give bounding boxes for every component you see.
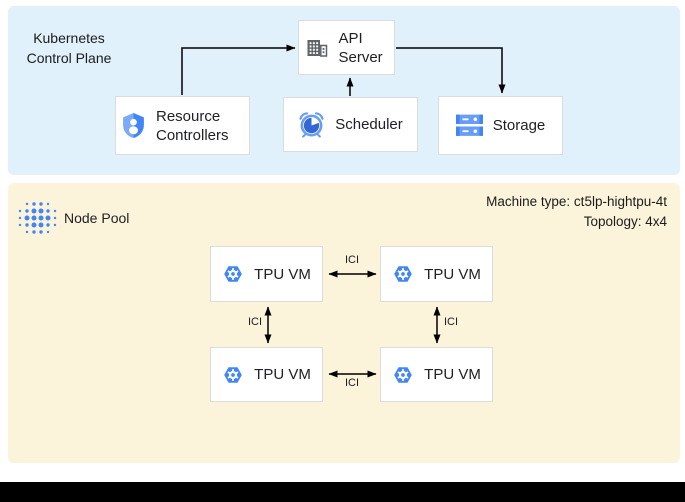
tpu-vm-box-bottom-right: TPU VM [380, 347, 493, 402]
tpu-vm-box-top-left: TPU VM [210, 246, 323, 302]
building-icon [307, 39, 327, 57]
resource-controllers-box: Resource Controllers [115, 96, 250, 155]
storage-icon [455, 114, 483, 136]
node-pool-title: Node Pool [64, 210, 130, 226]
scheduler-label: Scheduler [335, 116, 403, 133]
api-server-label: API Server [338, 29, 383, 66]
alarm-clock-icon [299, 112, 324, 138]
ici-label-right: ICI [444, 316, 459, 328]
ici-label-left: ICI [247, 316, 262, 328]
tpu-hexagon-icon [224, 366, 242, 383]
ici-label-top: ICI [344, 254, 360, 266]
scheduler-box: Scheduler [283, 97, 418, 152]
tpu-vm-label: TPU VM [254, 366, 311, 383]
storage-label: Storage [492, 117, 546, 134]
shield-user-icon [123, 113, 144, 138]
tpu-hexagon-icon [394, 266, 412, 282]
tpu-vm-label: TPU VM [254, 265, 311, 283]
tpu-vm-label: TPU VM [424, 366, 481, 383]
tpu-vm-box-top-right: TPU VM [380, 246, 493, 302]
tpu-vm-box-bottom-left: TPU VM [210, 347, 323, 402]
node-pool-meta: Machine type: ct5lp-hightpu-4t Topology:… [486, 192, 667, 232]
bottom-bar [0, 482, 685, 502]
control-plane-title: Kubernetes Control Plane [26, 30, 112, 66]
resource-controllers-label: Resource Controllers [156, 107, 229, 144]
tpu-hexagon-icon [394, 366, 412, 383]
api-server-box: API Server [298, 20, 395, 75]
node-pool-panel [8, 183, 680, 463]
tpu-vm-label: TPU VM [424, 265, 481, 283]
topology-text: Topology: 4x4 [583, 214, 667, 229]
ici-label-bottom: ICI [344, 377, 360, 389]
tpu-hexagon-icon [224, 266, 242, 282]
storage-box: Storage [438, 96, 563, 155]
node-pool-icon [18, 202, 57, 234]
machine-type-text: Machine type: ct5lp-hightpu-4t [486, 194, 667, 209]
